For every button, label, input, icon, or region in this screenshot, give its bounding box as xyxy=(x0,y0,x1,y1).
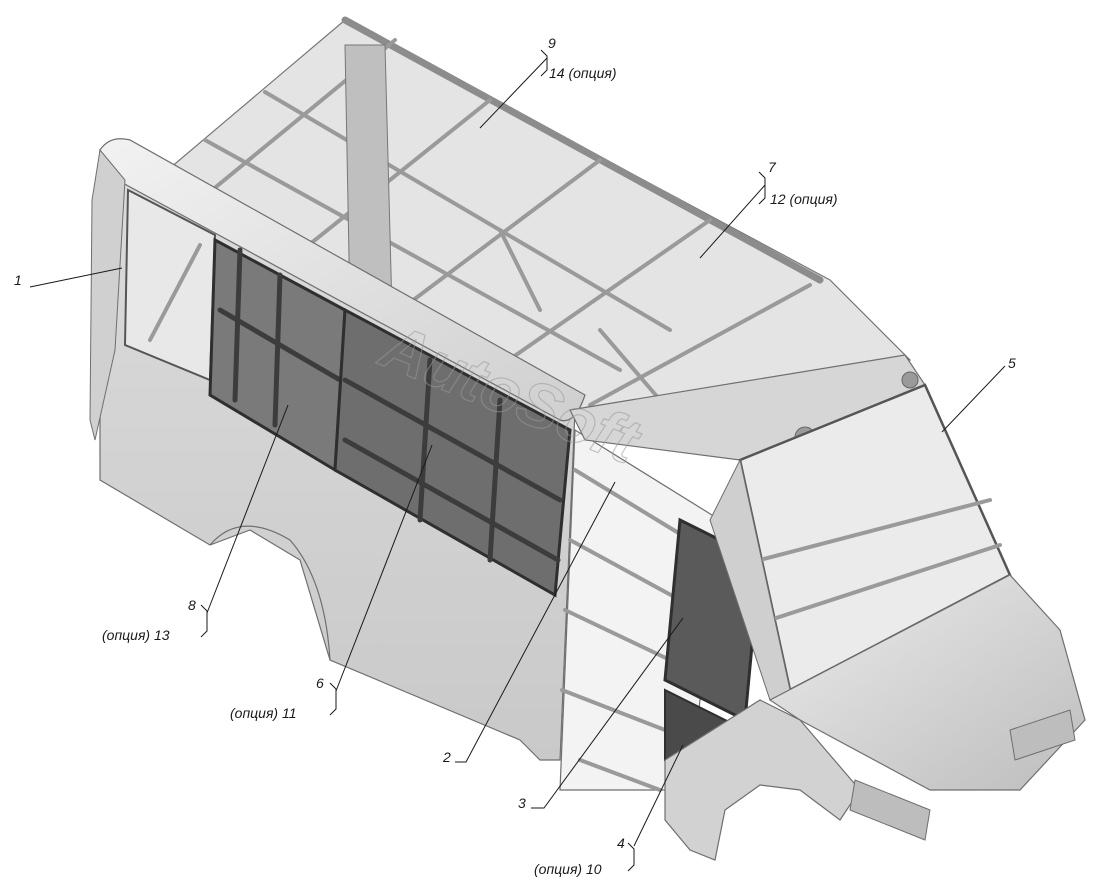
side-window-middle xyxy=(333,307,572,598)
rear-wheel-arch xyxy=(209,525,331,661)
callout-7-number: 7 xyxy=(768,159,777,175)
rear-corner-pillar xyxy=(89,148,126,441)
callout-6-number: 6 xyxy=(316,675,324,691)
callout-8-number: 8 xyxy=(188,597,196,613)
hood xyxy=(768,574,1086,791)
side-window-rear xyxy=(208,237,347,473)
callout-9-option: 14 (опция) xyxy=(549,65,617,81)
callout-7-option: 12 (опция) xyxy=(770,191,838,207)
callout-6-option: (опция) 11 xyxy=(230,705,297,721)
callout-3-number: 3 xyxy=(518,795,526,811)
callout-labels: 1 9 14 (опция) 7 12 (опция) 5 8 (опция) … xyxy=(14,35,1016,877)
leader-lines xyxy=(29,49,1006,872)
callout-4-number: 4 xyxy=(617,835,625,851)
callout-9-number: 9 xyxy=(548,35,556,51)
callout-1-number: 1 xyxy=(14,272,22,288)
front-fender xyxy=(664,699,861,861)
callout-4-option: (опция) 10 xyxy=(534,861,602,877)
callout-2-number: 2 xyxy=(442,749,451,765)
callout-5-number: 5 xyxy=(1008,355,1016,371)
callout-8-option: (опция) 13 xyxy=(102,627,170,643)
roof-rail xyxy=(99,138,586,422)
chassis-rails xyxy=(849,709,1076,841)
marker-lamp-right xyxy=(901,371,919,389)
